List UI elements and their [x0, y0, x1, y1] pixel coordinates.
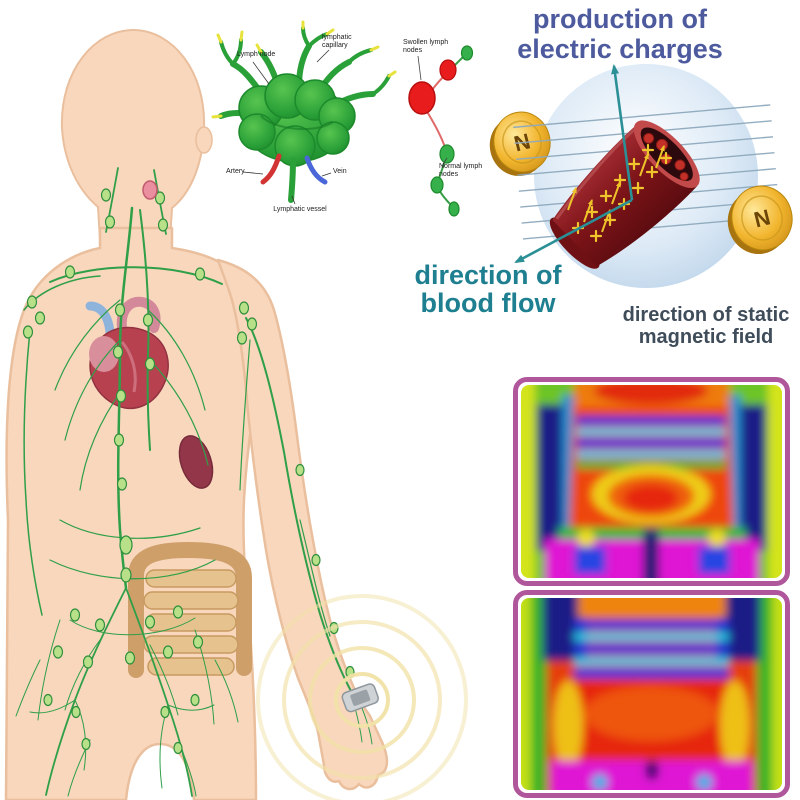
thermal-image-bottom — [513, 590, 790, 798]
label-production-of-electric-charges: production of electric charges — [517, 4, 723, 64]
label-leader-lines — [242, 49, 332, 205]
wrist-band — [341, 683, 379, 713]
label-direction-of-static-magnetic-field: direction of static magnetic field — [622, 304, 790, 348]
magnet-pole-label: N — [751, 204, 772, 232]
spleen-illustration — [178, 435, 214, 489]
label-leader-lines — [417, 55, 448, 167]
wrist-ripple-rings — [256, 594, 468, 800]
label-artery: Artery — [226, 168, 245, 175]
label-lymphatic-vessel: Lymphatic vessel — [273, 206, 327, 213]
inflamed-neck-node — [142, 180, 158, 200]
label-lymph-node: Lymph node — [237, 51, 276, 58]
lymph-nodes — [22, 188, 355, 755]
lymph-node-comparison-diagram — [408, 45, 474, 217]
label-direction-of-blood-flow: direction of blood flow — [414, 260, 562, 319]
right-magnet: N — [727, 185, 793, 255]
lymph-node-blob — [238, 73, 356, 167]
swollen-node — [408, 59, 457, 115]
blood-flow-axis-arrow — [514, 198, 633, 264]
capillary-yellow-tips — [211, 20, 397, 119]
label-swollen-lymph-nodes: Swollen lymph nodes — [403, 39, 449, 54]
artery-vessel — [260, 153, 282, 185]
label-lymphatic-capillary: lymphatic capillary — [322, 34, 352, 49]
charge-arrows — [567, 145, 665, 233]
human-lymphatic-system-illustration — [4, 28, 468, 800]
thermal-torso-scan-1 — [521, 385, 782, 578]
thermal-torso-scan-2 — [521, 598, 782, 790]
thermal-image-top — [513, 377, 790, 586]
lymph-node-anatomy-diagram — [211, 20, 397, 205]
blood-cells — [643, 132, 689, 181]
vein-vessel — [304, 155, 328, 185]
charge-axis-arrow — [611, 64, 634, 201]
body-silhouette — [4, 28, 389, 800]
normal-nodes — [430, 45, 474, 217]
label-normal-lymph-nodes: Normal lymph nodes — [439, 163, 483, 178]
intestines-illustration — [128, 541, 252, 678]
label-vein: Vein — [333, 168, 347, 175]
efferent-vessel — [288, 157, 296, 203]
magnetic-field-blood-vessel-diagram: N — [489, 64, 793, 288]
